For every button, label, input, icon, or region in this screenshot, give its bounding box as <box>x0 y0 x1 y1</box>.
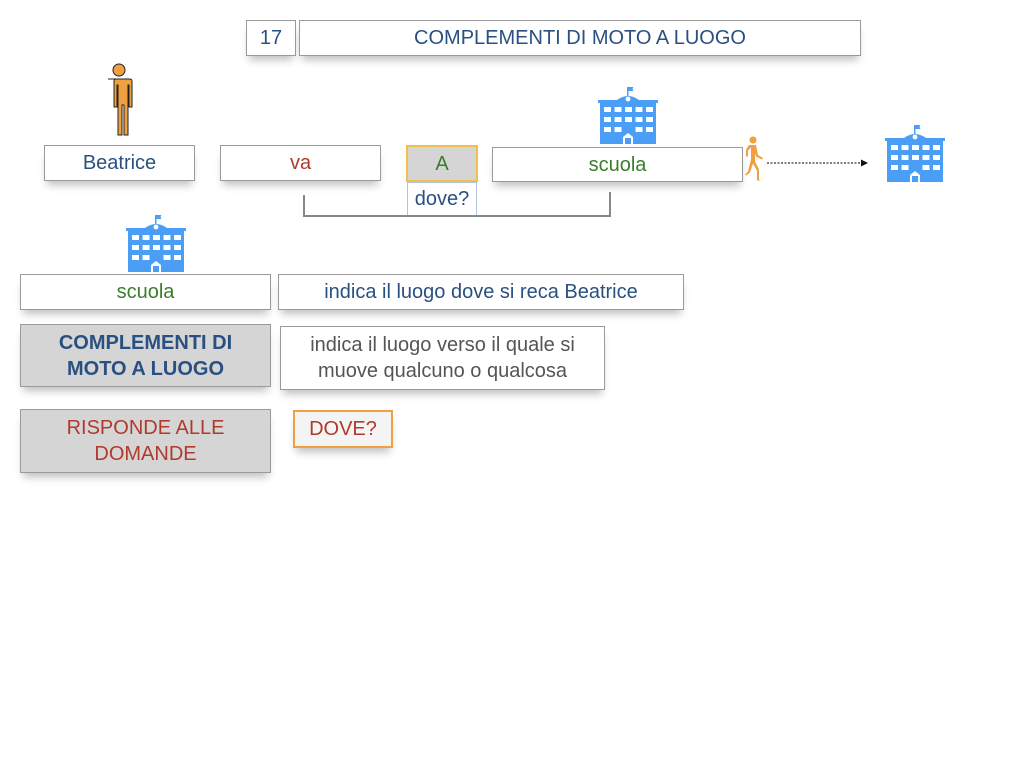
school-icon <box>885 125 945 182</box>
slide-title: COMPLEMENTI DI MOTO A LUOGO <box>299 20 861 56</box>
dotted-arrow <box>767 159 868 167</box>
verb-box: va <box>220 145 381 181</box>
answers-label-box: RISPONDE ALLE DOMANDE <box>20 409 271 473</box>
school-icon <box>126 215 186 272</box>
walking-person-icon <box>745 136 763 181</box>
place-box: scuola <box>492 147 743 182</box>
answers-question-box: DOVE? <box>293 410 393 448</box>
slide-number: 17 <box>246 20 296 56</box>
subject-box: Beatrice <box>44 145 195 181</box>
bracket-connector <box>303 192 611 217</box>
preposition-box: A <box>406 145 478 182</box>
category-box: COMPLEMENTI DI MOTO A LUOGO <box>20 324 271 387</box>
person-icon <box>108 63 133 136</box>
school-icon <box>598 87 658 144</box>
term-box: scuola <box>20 274 271 310</box>
term-description-box: indica il luogo dove si reca Beatrice <box>278 274 684 310</box>
category-description-box: indica il luogo verso il quale si muove … <box>280 326 605 390</box>
